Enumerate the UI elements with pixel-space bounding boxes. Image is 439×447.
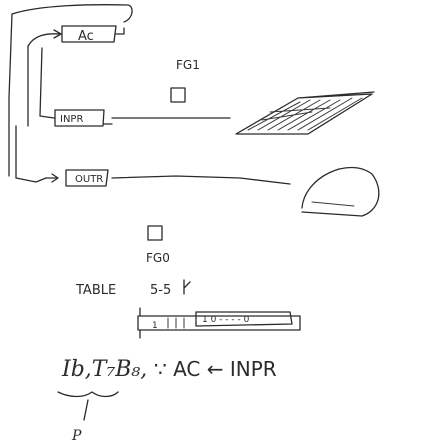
- ac-right-tick: [115, 27, 125, 35]
- ac-register-box: [61, 25, 117, 43]
- outr-to-printer-line: [111, 175, 291, 185]
- ac-outline-stroke: [8, 4, 133, 177]
- p-label: P: [71, 428, 82, 444]
- table-ref-tick: [183, 279, 191, 295]
- left-bus-line-2: [15, 125, 47, 183]
- transfer-lhs: Ib,T₇B₈,: [61, 357, 147, 382]
- printer-paper-line: [311, 201, 355, 207]
- brace-stem: [83, 399, 89, 421]
- arrow-to-outr: [45, 173, 59, 183]
- printer-outline: [301, 166, 380, 217]
- outr-register-box: [65, 169, 109, 187]
- instruction-bitfield-box: [137, 307, 301, 339]
- fg1-label: FG1: [176, 58, 200, 72]
- table-ref-label: 5-5: [150, 283, 171, 298]
- ac-to-inpr-bracket: [39, 47, 55, 119]
- bitfield-right-box: [195, 311, 293, 327]
- bitfield-left-ticks: [167, 317, 185, 329]
- fg0-flag-box: [147, 225, 163, 241]
- transfer-statement: ∵ AC ← INPR: [154, 357, 277, 381]
- keyboard-outline: [235, 91, 375, 135]
- keyboard-hatching: [247, 97, 363, 131]
- fg1-flag-box: [170, 87, 186, 103]
- arrow-to-ac: [27, 29, 62, 47]
- under-brace: [57, 391, 119, 398]
- table-label: TABLE: [75, 283, 116, 298]
- inpr-register-box: [54, 109, 105, 127]
- bitfield-left-label: 1: [152, 321, 158, 331]
- inpr-register-label: INPR: [60, 114, 83, 125]
- bitfield-right-label: 1 0 - - - - 0: [202, 315, 250, 325]
- outr-register-label: OUTR: [75, 174, 103, 185]
- fg0-label: FG0: [146, 251, 170, 265]
- ac-register-label: Ac: [78, 29, 94, 44]
